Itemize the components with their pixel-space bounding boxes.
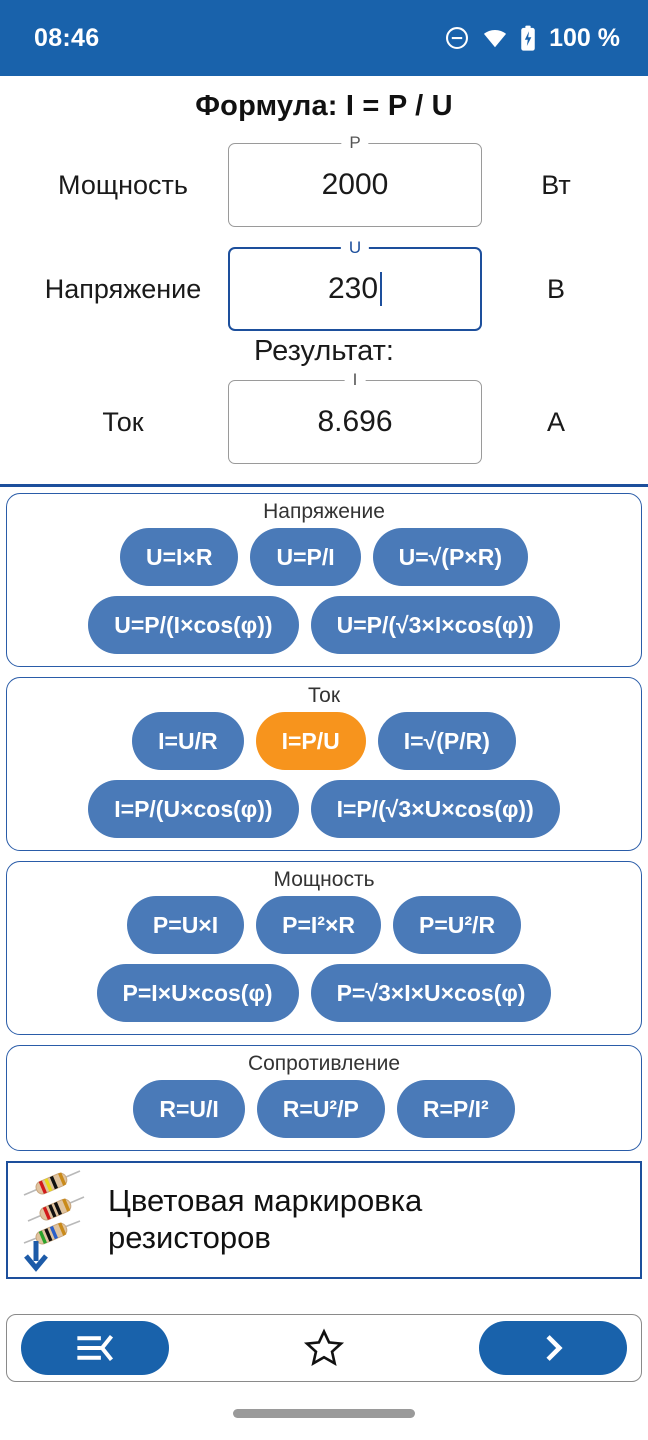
arrow-down-icon bbox=[24, 1241, 48, 1272]
resistors-icon bbox=[18, 1167, 102, 1273]
formula-button[interactable]: U=P/(√3×I×cos(φ)) bbox=[310, 596, 560, 654]
resistor-color-code-banner[interactable]: Цветовая маркировка резисторов bbox=[6, 1161, 642, 1279]
formula-button[interactable]: U=P/(I×cos(φ)) bbox=[88, 596, 299, 654]
banner-line-2: резисторов bbox=[108, 1220, 271, 1255]
chevron-right-icon bbox=[546, 1335, 563, 1361]
gesture-bar bbox=[233, 1409, 415, 1418]
formula-button[interactable]: U=I×R bbox=[119, 528, 239, 586]
formula-button[interactable]: P=U×I bbox=[126, 896, 245, 954]
favorite-button[interactable] bbox=[289, 1321, 359, 1375]
current-field-legend: I bbox=[344, 370, 366, 390]
status-icons: 100 % bbox=[444, 24, 620, 53]
formula-group-title: Ток bbox=[307, 684, 341, 707]
voltage-input[interactable]: U 230 bbox=[228, 238, 482, 331]
result-title: Результат: bbox=[254, 335, 394, 367]
current-value: 8.696 bbox=[317, 405, 393, 438]
voltage-value: 230 bbox=[327, 272, 379, 305]
menu-collapse-icon bbox=[77, 1334, 114, 1362]
formula-button[interactable]: U=√(P×R) bbox=[372, 528, 529, 586]
power-input[interactable]: P 2000 bbox=[228, 133, 482, 227]
power-value: 2000 bbox=[321, 168, 389, 201]
battery-charging-icon bbox=[521, 25, 535, 51]
formula-button[interactable]: I=P/(U×cos(φ)) bbox=[88, 780, 299, 838]
formula-button-row: I=P/(U×cos(φ))I=P/(√3×U×cos(φ)) bbox=[17, 780, 631, 838]
formula-button[interactable]: R=P/I² bbox=[396, 1080, 515, 1138]
formula-button[interactable]: I=P/U bbox=[255, 712, 366, 770]
do-not-disturb-icon bbox=[446, 27, 469, 49]
power-row: Мощность P 2000 Вт bbox=[18, 133, 630, 237]
formula-button[interactable]: I=√(P/R) bbox=[377, 712, 516, 770]
formula-group-title: Мощность bbox=[273, 868, 375, 891]
calculator-section: Мощность P 2000 Вт Напряжение U 230 В Ре… bbox=[0, 133, 648, 474]
formula-button[interactable]: R=U/I bbox=[133, 1080, 245, 1138]
formula-title: Формула: I = P / U bbox=[195, 90, 453, 122]
text-cursor bbox=[380, 272, 383, 306]
section-divider bbox=[0, 484, 648, 487]
formula-button-row: P=I×U×cos(φ)P=√3×I×U×cos(φ) bbox=[17, 964, 631, 1022]
status-time: 08:46 bbox=[34, 23, 100, 52]
banner-text: Цветовая маркировка резисторов bbox=[108, 1183, 422, 1256]
voltage-row: Напряжение U 230 В bbox=[18, 237, 630, 341]
formula-button[interactable]: R=U²/P bbox=[256, 1080, 385, 1138]
current-output[interactable]: I 8.696 bbox=[228, 370, 482, 464]
status-bar: 08:46 100 % bbox=[0, 0, 648, 76]
star-outline-icon bbox=[303, 1328, 345, 1367]
current-label: Ток bbox=[102, 406, 144, 437]
voltage-field-legend: U bbox=[340, 238, 370, 258]
next-button[interactable] bbox=[479, 1321, 627, 1375]
power-unit: Вт bbox=[541, 169, 571, 200]
formula-button-row: U=P/(I×cos(φ))U=P/(√3×I×cos(φ)) bbox=[17, 596, 631, 654]
battery-percent: 100 % bbox=[549, 23, 620, 52]
formula-group-title: Напряжение bbox=[263, 500, 385, 523]
formula-button[interactable]: P=I×U×cos(φ) bbox=[96, 964, 299, 1022]
formula-button[interactable]: P=I²×R bbox=[256, 896, 382, 954]
formula-button[interactable]: P=U²/R bbox=[393, 896, 522, 954]
voltage-label: Напряжение bbox=[44, 273, 202, 304]
voltage-value-wrap: 230 bbox=[327, 272, 383, 306]
power-label: Мощность bbox=[58, 169, 188, 200]
wifi-icon bbox=[484, 29, 507, 48]
banner-line-1: Цветовая маркировка bbox=[108, 1183, 423, 1219]
power-field-legend: P bbox=[341, 133, 369, 153]
formula-button[interactable]: P=√3×I×U×cos(φ) bbox=[310, 964, 552, 1022]
formula-group-title: Сопротивление bbox=[247, 1052, 401, 1075]
bottom-navigation bbox=[6, 1314, 642, 1382]
current-unit: А bbox=[546, 406, 565, 437]
formula-button[interactable]: I=P/(√3×U×cos(φ)) bbox=[310, 780, 560, 838]
voltage-unit: В bbox=[546, 273, 565, 304]
current-row: Ток I 8.696 А bbox=[18, 370, 630, 474]
menu-button[interactable] bbox=[21, 1321, 169, 1375]
formula-button[interactable]: I=U/R bbox=[132, 712, 244, 770]
formula-button[interactable]: U=P/I bbox=[250, 528, 361, 586]
